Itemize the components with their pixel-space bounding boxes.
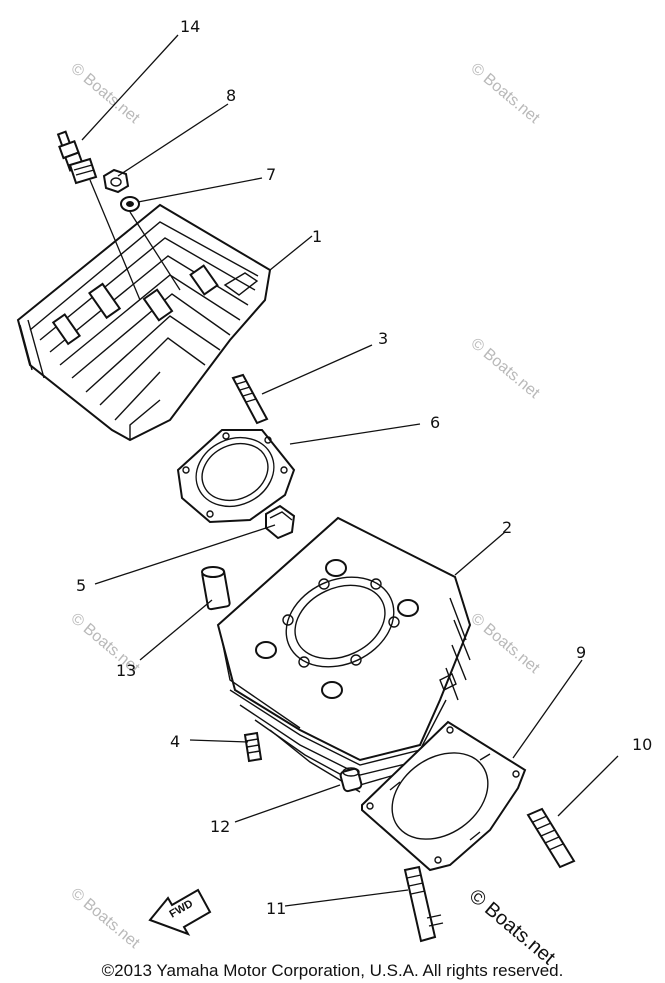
callout-6: 6 (430, 413, 440, 432)
callout-2: 2 (502, 518, 512, 537)
part-11-stud (403, 865, 444, 943)
watermark: © Boats.net (67, 885, 143, 952)
callout-8: 8 (226, 86, 236, 105)
part-6-head-gasket (176, 429, 296, 524)
callout-12: 12 (210, 817, 230, 836)
copyright-notice: ©2013 Yamaha Motor Corporation, U.S.A. A… (101, 961, 564, 980)
watermark: © Boats.net (467, 335, 543, 402)
callout-5: 5 (76, 576, 86, 595)
part-13-knock-pin (201, 566, 231, 611)
watermark: © Boats.net (67, 60, 143, 127)
part-1-cylinder-head (16, 203, 272, 442)
part-8-nut (102, 168, 130, 194)
callout-1: 1 (312, 227, 322, 246)
callout-3: 3 (378, 329, 388, 348)
fwd-arrow-icon: FWD (148, 888, 212, 936)
callout-7: 7 (266, 165, 276, 184)
part-3-stud-bolt (231, 373, 269, 425)
callout-11: 11 (266, 899, 286, 918)
part-9-base-gasket (361, 720, 527, 872)
callout-10: 10 (632, 735, 652, 754)
assembly-line (89, 179, 141, 301)
callout-13: 13 (116, 661, 136, 680)
watermark-large: © Boats.net (465, 885, 560, 969)
watermark: © Boats.net (467, 60, 543, 127)
part-12-pin (339, 767, 363, 793)
part-5-dowel (265, 504, 296, 540)
part-10-stud (526, 807, 576, 869)
callout-4: 4 (170, 732, 180, 751)
leader-lines (81, 34, 619, 907)
callout-9: 9 (576, 643, 586, 662)
callout-14: 14 (180, 17, 200, 36)
part-7-washer (120, 196, 140, 212)
callout-numbers: 14 8 7 1 3 6 2 5 9 13 4 10 12 11 (76, 17, 652, 918)
assembly-line (129, 211, 181, 291)
watermark: © Boats.net (467, 610, 543, 677)
part-14-spark-plug (56, 130, 98, 185)
part-4-stud (243, 731, 263, 763)
part-2-cylinder (216, 516, 472, 793)
